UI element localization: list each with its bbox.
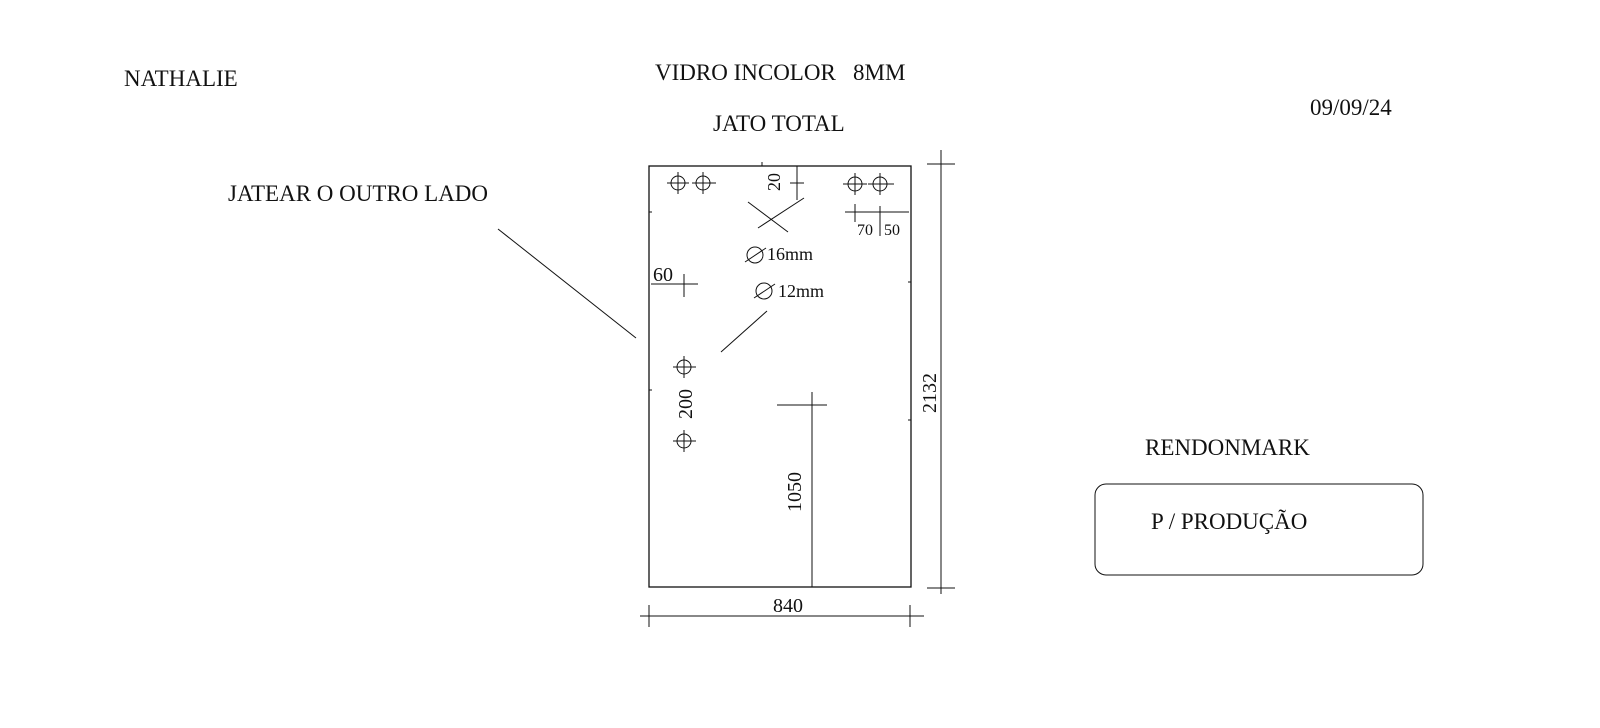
material-spec: VIDRO INCOLOR 8MM [655,60,905,85]
hole-top-left-2 [692,172,716,194]
status-box [1094,483,1424,576]
hole-small-leader [720,310,768,353]
total-height-text: 2132 [919,373,941,413]
note-label: JATEAR O OUTRO LADO [228,181,488,206]
height-mark-text: 1050 [784,472,806,512]
company-name: RENDONMARK [1145,435,1310,460]
hole-top-left-1 [667,172,689,194]
total-width-text: 840 [773,595,803,617]
hole-left-lower [673,430,696,452]
finish-spec: JATO TOTAL [713,111,845,136]
status-text: P / PRODUÇÃO [1151,509,1307,534]
cross-mark-b [757,197,805,229]
top-offset-dim-text: 20 [764,173,784,191]
hole-top-right-1 [843,173,867,195]
hole-large-text: 16mm [767,244,813,264]
client-name: NATHALIE [124,66,238,91]
cross-mark-a [747,201,789,233]
hole-left-upper [673,356,696,378]
spacing-b-text: 50 [884,222,900,239]
glass-panel-outline [648,165,912,588]
note-leader-line [497,228,637,339]
hole-small-text: 12mm [778,281,824,301]
diameter-icon-small [753,282,776,300]
date-label: 09/09/24 [1310,95,1392,120]
diameter-icon-large [744,246,767,264]
hole-spacing-text: 200 [675,389,697,419]
left-offset-dim-text: 60 [653,264,673,286]
spacing-a-text: 70 [857,222,873,239]
hole-top-right-2 [868,173,894,195]
